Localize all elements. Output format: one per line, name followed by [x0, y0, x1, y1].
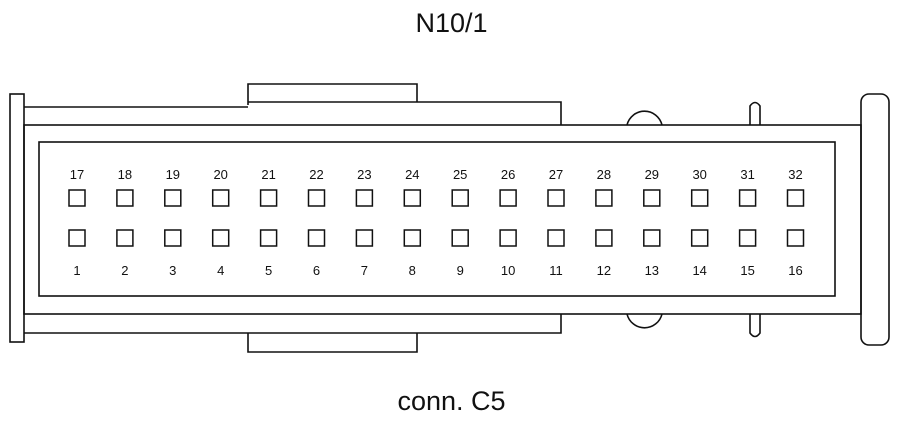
bottom-flange — [24, 314, 562, 334]
top-pin-cavity-24 — [403, 189, 422, 207]
bottom-pin-number: 6 — [313, 263, 320, 278]
top-pin-cavity-30 — [690, 189, 709, 207]
bottom-pin-cavity-8 — [403, 229, 422, 247]
top-pin-cavity-23 — [355, 189, 374, 207]
top-pin-cavity-19 — [164, 189, 182, 207]
bottom-pin-number: 10 — [501, 263, 515, 278]
top-pin-number: 20 — [213, 167, 227, 182]
bottom-pin-cavity-3 — [164, 229, 182, 247]
top-pin-number: 22 — [309, 167, 323, 182]
connector-housing — [23, 124, 862, 315]
bottom-pin-number: 5 — [265, 263, 272, 278]
top-latch-bump — [626, 110, 663, 126]
top-pin-number: 19 — [166, 167, 180, 182]
bottom-pin-number: 9 — [457, 263, 464, 278]
bottom-pin-number: 15 — [740, 263, 754, 278]
bottom-pin-number: 11 — [549, 263, 563, 278]
bottom-pin-number: 1 — [73, 263, 80, 278]
top-pin-number: 23 — [357, 167, 371, 182]
top-pin-cavity-32 — [786, 189, 805, 207]
top-pin-number: 27 — [549, 167, 563, 182]
top-tab — [247, 83, 418, 105]
bottom-pin-number: 14 — [692, 263, 706, 278]
top-pin-cavity-22 — [307, 189, 326, 207]
left-end-cap — [9, 93, 25, 343]
bottom-pin-number: 8 — [409, 263, 416, 278]
top-pin-cavity-21 — [259, 189, 278, 207]
bottom-pin-cavity-6 — [307, 229, 326, 247]
bottom-pin-cavity-10 — [499, 229, 517, 247]
bottom-pin-number: 3 — [169, 263, 176, 278]
top-pin-number: 17 — [70, 167, 84, 182]
top-pin-number: 21 — [261, 167, 275, 182]
top-pin-cavity-31 — [738, 189, 757, 207]
top-pin-number: 24 — [405, 167, 419, 182]
bottom-pin-cavity-15 — [738, 229, 757, 247]
bottom-pin-cavity-12 — [595, 229, 613, 247]
top-pin-number: 28 — [597, 167, 611, 182]
bottom-pin-cavity-14 — [690, 229, 709, 247]
bottom-pin-cavity-5 — [259, 229, 278, 247]
bottom-pin-cavity-13 — [643, 229, 661, 247]
top-pin-number: 18 — [118, 167, 132, 182]
bottom-pin-cavity-1 — [68, 229, 86, 247]
top-pin-cavity-17 — [68, 189, 86, 207]
top-pin-cavity-28 — [595, 189, 613, 207]
connector-caption: conn. C5 — [397, 386, 506, 416]
top-pin-number: 31 — [740, 167, 754, 182]
connector-title: N10/1 — [415, 8, 488, 38]
top-pin-number: 30 — [692, 167, 706, 182]
bottom-tab — [247, 333, 418, 353]
bottom-pin-cavity-2 — [116, 229, 134, 247]
top-pin-cavity-18 — [116, 189, 134, 207]
bottom-pin-cavity-11 — [547, 229, 565, 247]
top-pin-number: 25 — [453, 167, 467, 182]
bottom-pin-cavity-16 — [786, 229, 805, 247]
bottom-pin-cavity-4 — [211, 229, 230, 247]
bottom-peg — [749, 314, 761, 338]
bottom-pin-number: 16 — [788, 263, 802, 278]
top-pin-cavity-25 — [451, 189, 469, 207]
bottom-pin-number: 4 — [217, 263, 224, 278]
top-pin-cavity-29 — [643, 189, 661, 207]
top-pin-cavity-20 — [211, 189, 230, 207]
top-flange — [24, 101, 562, 125]
right-end-cap — [860, 93, 890, 346]
bottom-pin-cavity-7 — [355, 229, 374, 247]
top-peg — [749, 101, 761, 125]
bottom-pin-number: 13 — [645, 263, 659, 278]
top-pin-number: 32 — [788, 167, 802, 182]
top-pin-cavity-27 — [547, 189, 565, 207]
top-pin-number: 29 — [645, 167, 659, 182]
bottom-pin-number: 12 — [597, 263, 611, 278]
bottom-pin-cavity-9 — [451, 229, 469, 247]
bottom-pin-number: 2 — [121, 263, 128, 278]
top-pin-number: 26 — [501, 167, 515, 182]
bottom-pin-number: 7 — [361, 263, 368, 278]
pin-field — [38, 141, 836, 297]
bottom-latch-bump — [626, 313, 663, 329]
top-pin-cavity-26 — [499, 189, 517, 207]
